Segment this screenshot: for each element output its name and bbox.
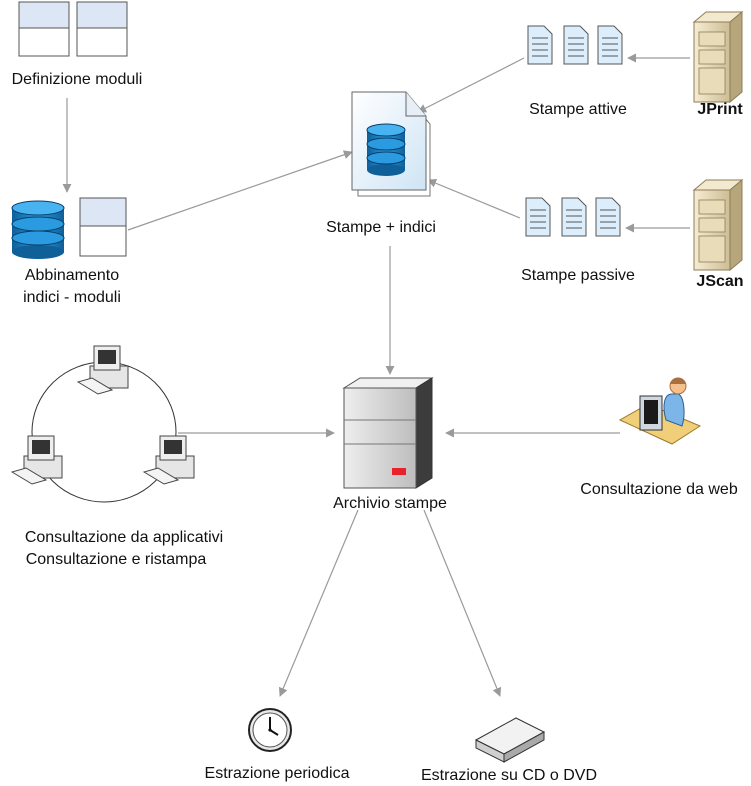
document-stack-icon <box>525 197 621 237</box>
form-icon <box>18 1 128 57</box>
label-archivio: Archivio stampe <box>333 495 447 512</box>
database-icon <box>366 123 406 176</box>
label-stampe-attive: Stampe attive <box>529 101 627 118</box>
label-jscan: JScan <box>696 273 743 290</box>
form-icon <box>79 197 127 257</box>
clock-icon <box>248 708 292 752</box>
label-estrazione-cd: Estrazione su CD o DVD <box>421 767 597 784</box>
label-abbinamento-line1: Abbinamento <box>25 267 119 284</box>
connectors <box>62 53 690 697</box>
edge-stampe-attive-to-stampe-indici <box>417 57 525 113</box>
disc-drive-icon <box>474 717 546 763</box>
workstation-icon <box>10 435 63 485</box>
workstation-icon <box>76 345 129 395</box>
server-tower-icon <box>692 178 744 272</box>
workstation-icon <box>142 435 195 485</box>
edge-stampe-passive-to-stampe-indici <box>427 178 521 219</box>
edge-archivio-to-periodica <box>278 509 359 697</box>
server-tower-icon <box>342 377 434 489</box>
edge-archivio-to-cd <box>423 509 502 697</box>
label-stampe-passive: Stampe passive <box>521 267 635 284</box>
server-tower-icon <box>692 10 744 104</box>
document-stack-icon <box>527 25 623 65</box>
web-user-icon <box>618 377 702 445</box>
label-definizione-moduli: Definizione moduli <box>12 71 143 88</box>
label-consultazione-applicativi-line2: Consultazione e ristampa <box>26 551 207 568</box>
label-jprint: JPrint <box>697 101 743 118</box>
label-stampe-indici: Stampe + indici <box>326 219 436 236</box>
label-consultazione-web: Consultazione da web <box>580 481 738 498</box>
label-abbinamento-line2: indici - moduli <box>23 289 121 306</box>
edge-abbinamento-to-stampe-indici <box>127 150 353 231</box>
label-consultazione-applicativi-line1: Consultazione da applicativi <box>25 529 223 546</box>
label-estrazione-periodica: Estrazione periodica <box>205 765 350 782</box>
database-icon <box>11 200 65 259</box>
